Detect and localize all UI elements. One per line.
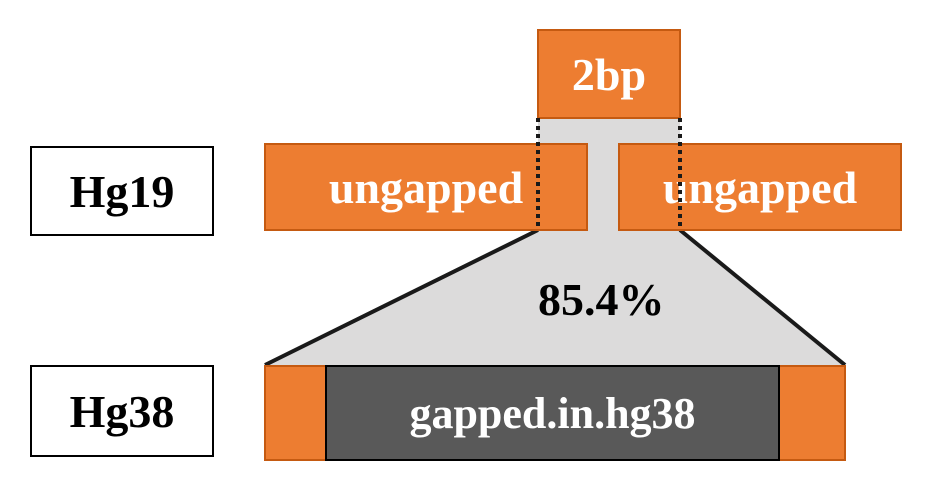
hg19-left-ungapped-block: ungapped (264, 143, 588, 231)
hg19-label-text: Hg19 (69, 165, 175, 217)
hg19-label: Hg19 (30, 146, 214, 236)
hg19-left-ungapped-text: ungapped (328, 161, 524, 213)
left-connector-line (264, 228, 539, 367)
hg38-label-text: Hg38 (69, 385, 175, 437)
hg38-gapped-block: gapped.in.hg38 (325, 365, 780, 461)
right-connector-line (678, 228, 847, 367)
hg38-right-flank (776, 365, 846, 461)
mapping-shade (265, 118, 845, 365)
hg19-right-ungapped-text: ungapped (662, 161, 858, 213)
hg38-gapped-text: gapped.in.hg38 (409, 388, 696, 438)
percentage-label: 85.4% (538, 274, 665, 325)
hg38-left-flank (264, 365, 330, 461)
insert-2bp-block: 2bp (537, 29, 681, 119)
hg38-label: Hg38 (30, 365, 214, 457)
hg19-right-ungapped-block: ungapped (618, 143, 902, 231)
insert-2bp-text: 2bp (571, 48, 647, 100)
